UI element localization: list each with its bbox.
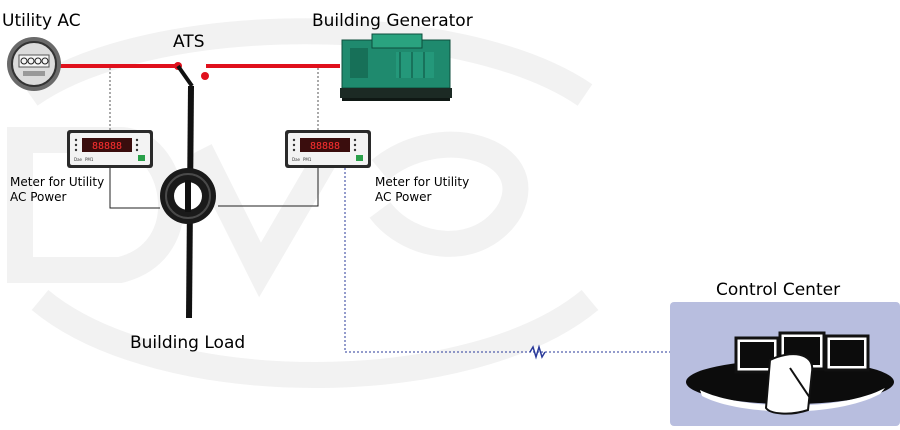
meter-right-model: PM1 bbox=[303, 157, 312, 162]
svg-text:88888: 88888 bbox=[310, 141, 340, 152]
meter-left-model: PM1 bbox=[85, 157, 94, 162]
meter-left-label: Meter for Utility AC Power bbox=[10, 175, 105, 204]
ct-wire-right bbox=[218, 168, 319, 207]
utility-meter-icon bbox=[7, 37, 61, 91]
meter-device-right: 88888 Dae PM1 bbox=[285, 130, 371, 168]
generator-icon bbox=[340, 33, 452, 101]
meter-right-label: Meter for Utility AC Power bbox=[375, 175, 470, 204]
ats-label: ATS bbox=[173, 32, 205, 52]
meter-device-left: 88888 Dae PM1 bbox=[67, 130, 153, 168]
meter-right-brand: Dae bbox=[292, 157, 301, 162]
signal-wave-icon bbox=[529, 344, 546, 360]
ats-contact-right bbox=[201, 72, 209, 80]
svg-text:88888: 88888 bbox=[92, 141, 122, 152]
building-load-label: Building Load bbox=[130, 333, 246, 353]
ct-wire-left bbox=[109, 168, 160, 209]
control-center-panel bbox=[670, 302, 900, 426]
ats-switch-blade bbox=[176, 64, 194, 88]
control-center-label: Control Center bbox=[716, 280, 841, 300]
current-transformer bbox=[160, 168, 216, 224]
utility-ac-label: Utility AC bbox=[2, 11, 81, 31]
generator-label: Building Generator bbox=[312, 11, 473, 31]
communication-link bbox=[344, 168, 670, 353]
meter-left-brand: Dae bbox=[74, 157, 83, 162]
watermark-logo bbox=[7, 18, 599, 388]
